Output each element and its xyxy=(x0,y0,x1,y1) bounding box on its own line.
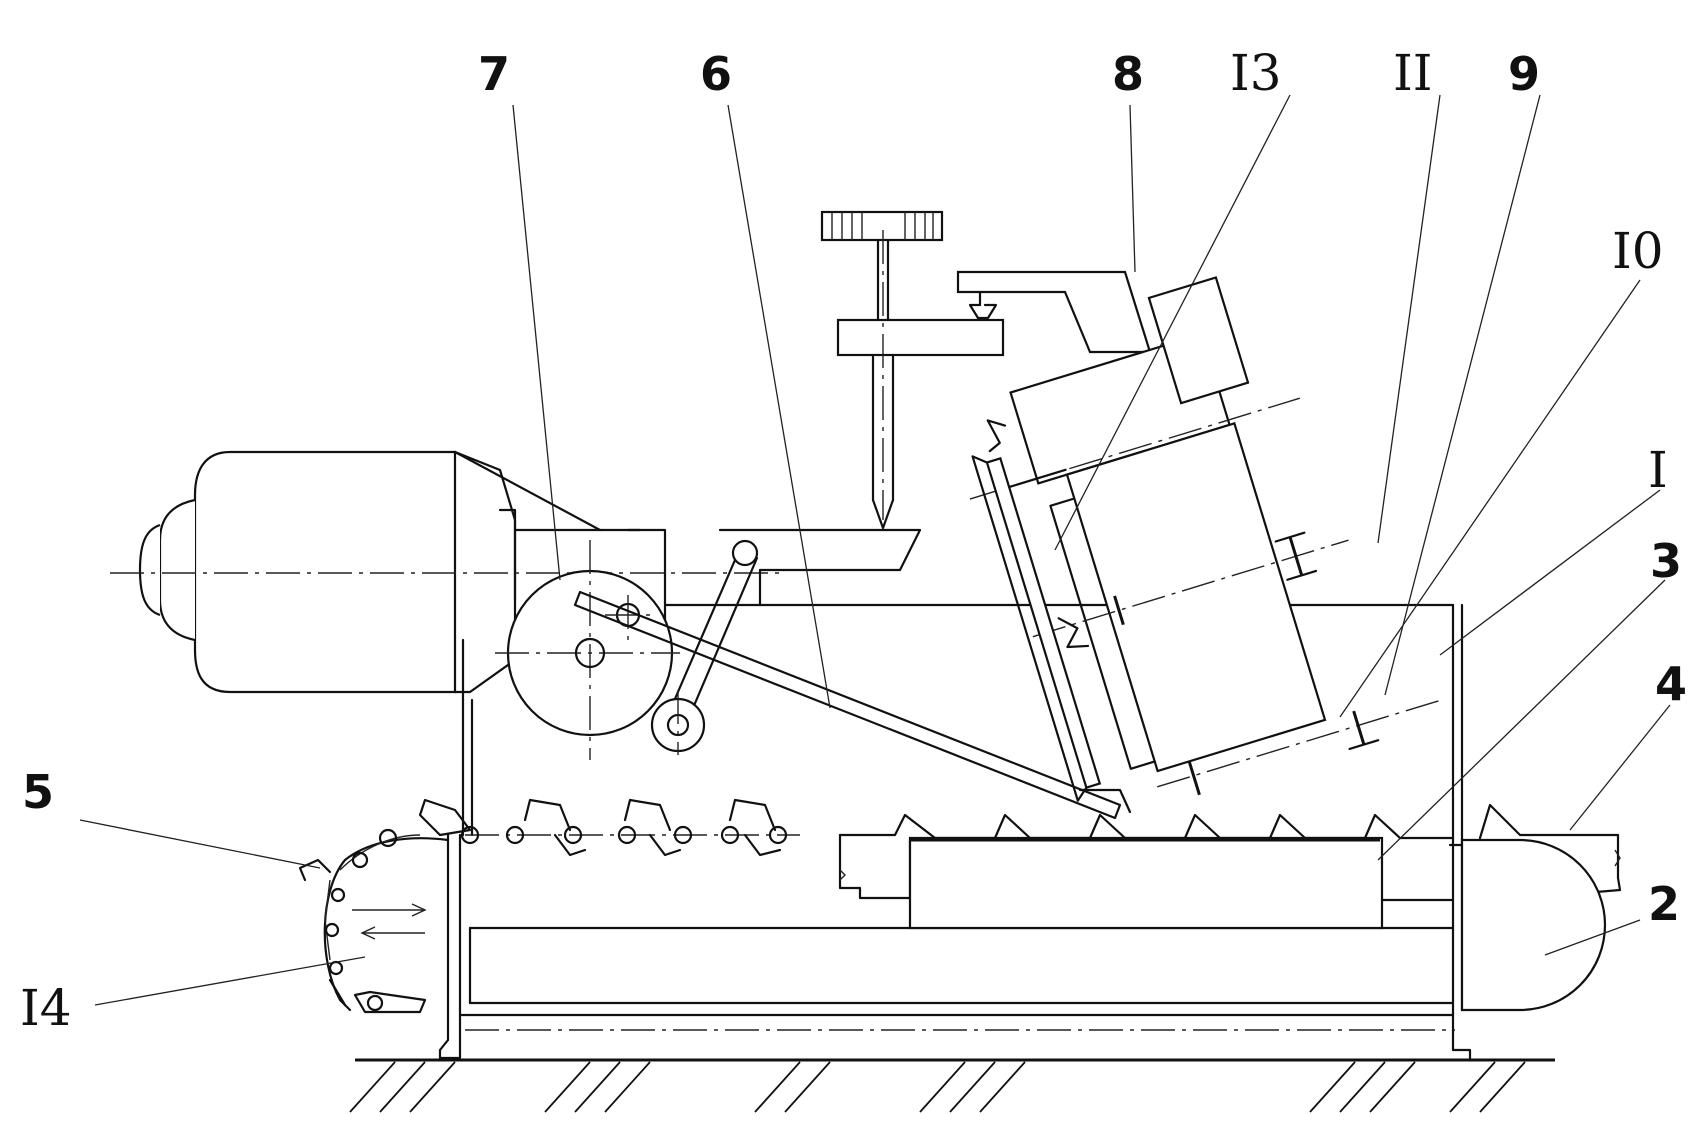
label-10: I0 xyxy=(1612,222,1664,280)
bracket-8 xyxy=(956,270,1152,354)
support-block-3 xyxy=(908,836,1455,930)
label-3: 3 xyxy=(1650,534,1682,588)
motor xyxy=(110,450,1455,694)
label-8: 8 xyxy=(1112,47,1144,101)
label-1: I xyxy=(1648,441,1668,499)
label-2: 2 xyxy=(1648,877,1680,931)
label-4: 4 xyxy=(1655,657,1687,711)
ground xyxy=(349,1058,1555,1113)
label-11: II xyxy=(1393,44,1433,102)
label-13: I3 xyxy=(1230,44,1282,102)
handwheel-screw xyxy=(820,210,1005,530)
base-frame xyxy=(438,603,1472,1060)
drive-head xyxy=(969,276,1445,802)
label-6: 6 xyxy=(700,47,732,101)
stop-2 xyxy=(1448,838,1607,1012)
leader-lines xyxy=(79,94,1671,1006)
label-7: 7 xyxy=(478,47,510,101)
label-5: 5 xyxy=(22,765,54,819)
label-9: 9 xyxy=(1508,47,1540,101)
chain-magazine xyxy=(298,828,450,1014)
label-14: I4 xyxy=(20,979,72,1037)
part-labels: 7 6 8 I3 II 9 I0 I 3 4 2 5 I4 xyxy=(20,44,1687,1037)
connecting-rod-6 xyxy=(573,528,1132,820)
feed-chain xyxy=(418,798,800,857)
